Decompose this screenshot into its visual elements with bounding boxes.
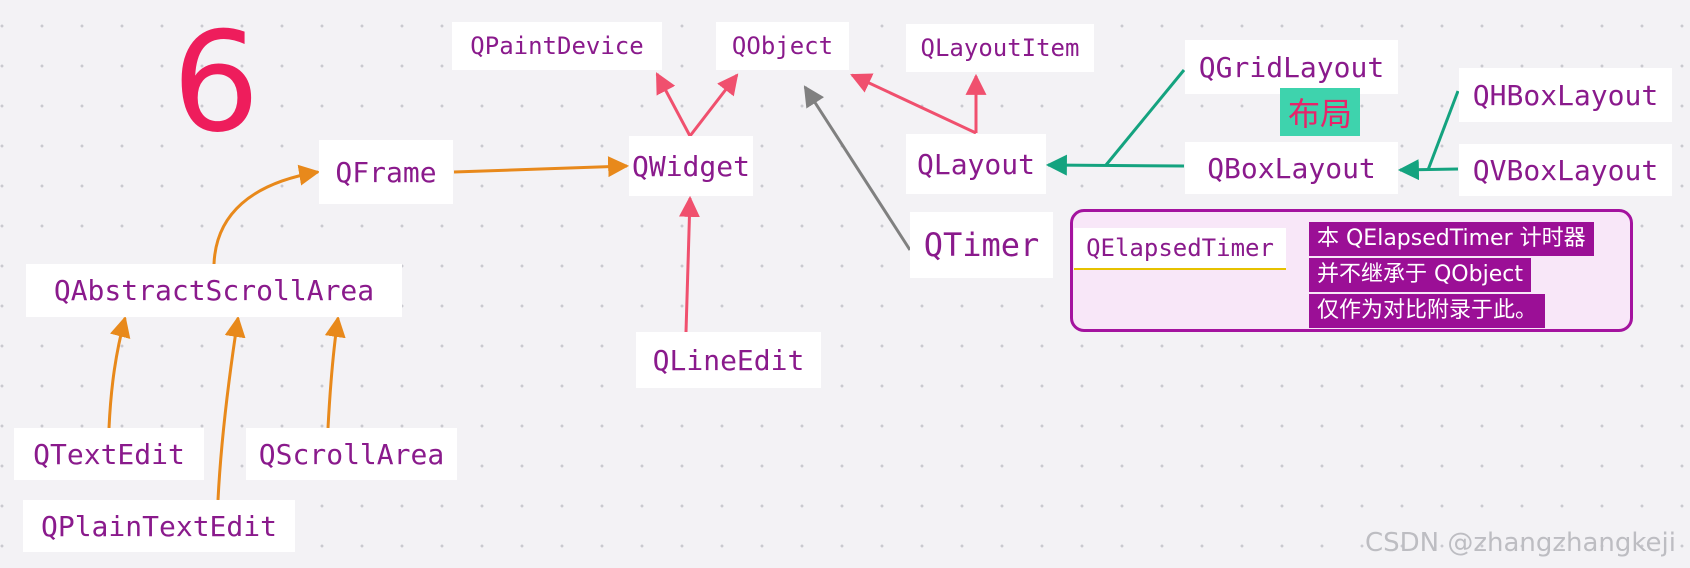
edge-qtimer-qobject: [803, 85, 912, 251]
note-line: 仅作为对比附录于此。: [1309, 294, 1546, 328]
node-qabstractscrollarea: QAbstractScrollArea: [26, 264, 402, 317]
edge-qwidget-qobject: [688, 73, 739, 137]
edge-qframe-qwidget: [453, 156, 630, 178]
node-qhboxlayout: QHBoxLayout: [1459, 68, 1672, 122]
node-qgridlayout: QGridLayout: [1185, 40, 1398, 94]
edge-qgridlayout-qlayout: [1104, 69, 1186, 166]
watermark: CSDN @zhangzhangkeji: [1364, 528, 1676, 558]
edge-qabstractscrollarea-qframe: [212, 164, 321, 265]
node-qscrollarea: QScrollArea: [246, 428, 457, 480]
edge-qplaintextedit-qabstractscrollarea: [216, 315, 246, 501]
edge-qwidget-qpaintdevice: [655, 72, 692, 137]
node-qwidget: QWidget: [629, 136, 753, 196]
node-qobject: QObject: [716, 22, 849, 70]
edge-qscrollarea-qabstractscrollarea: [324, 315, 346, 429]
node-qframe: QFrame: [319, 140, 453, 204]
edge-qlayout-qobject: [850, 73, 977, 135]
node-qelapsedtimer: QElapsedTimer: [1074, 228, 1286, 270]
note-line: 并不继承于 QObject: [1309, 258, 1531, 292]
edge-qlineedit-qwidget: [678, 195, 700, 333]
edge-qhboxlayout-qboxlayout: [1426, 90, 1460, 171]
layout-tag: 布局: [1280, 88, 1360, 136]
note-line: 本 QElapsedTimer 计时器: [1309, 222, 1594, 256]
node-qpaintdevice: QPaintDevice: [452, 22, 662, 70]
edge-qtextedit-qabstractscrollarea: [107, 315, 131, 429]
node-qboxlayout: QBoxLayout: [1185, 142, 1398, 194]
node-qlayout: QLayout: [906, 134, 1046, 194]
node-qplaintextedit: QPlainTextEdit: [23, 500, 295, 552]
node-qvboxlayout: QVBoxLayout: [1459, 144, 1672, 196]
node-qlineedit: QLineEdit: [636, 332, 821, 388]
node-qtextedit: QTextEdit: [14, 428, 204, 480]
section-number: 6: [172, 2, 260, 163]
edge-qboxlayout-qlayout: [1045, 154, 1185, 176]
node-qlayoutitem: QLayoutItem: [906, 24, 1094, 72]
node-qtimer: QTimer: [910, 212, 1053, 278]
